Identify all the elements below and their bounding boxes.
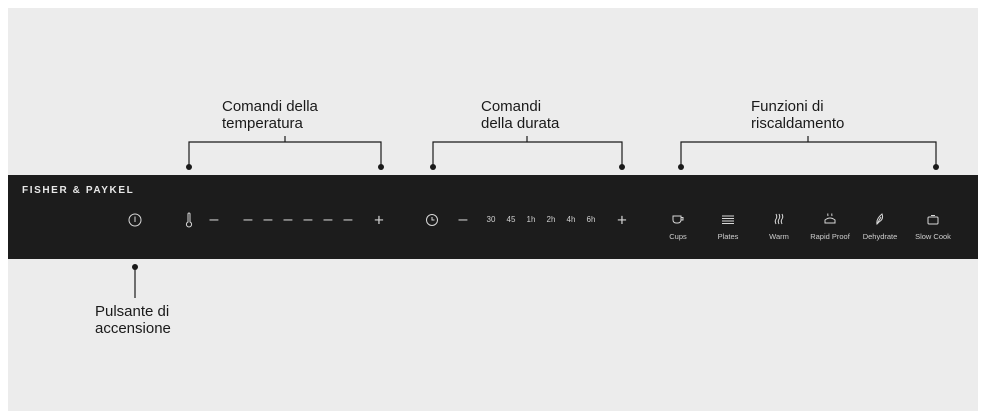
function-label-dehydrate: Dehydrate (862, 232, 898, 241)
duration-bracket (432, 141, 623, 167)
duration-option-2h[interactable]: 2h (546, 215, 556, 224)
timer-icon (426, 214, 438, 226)
temperature-level-6[interactable]: – (343, 211, 353, 228)
dehydrate-icon[interactable] (872, 213, 888, 225)
power-button-label: Pulsante di accensione (95, 303, 171, 337)
duration-option-1h[interactable]: 1h (526, 215, 536, 224)
label-line: temperatura (222, 115, 303, 132)
power-dot (132, 264, 138, 270)
label-line: Pulsante di (95, 303, 170, 320)
thermometer-icon (185, 212, 193, 228)
heating-functions-label: Funzioni di riscaldamento (751, 98, 844, 132)
brand-logo: FISHER & PAYKEL (22, 185, 135, 196)
slow-cook-icon[interactable] (925, 213, 941, 225)
function-label-plates: Plates (717, 232, 739, 241)
label-line: accensione (95, 320, 171, 337)
heating-left-dot (678, 164, 684, 170)
duration-option-6h[interactable]: 6h (586, 215, 596, 224)
temperature-right-dot (378, 164, 384, 170)
function-label-cups: Cups (669, 232, 687, 241)
temperature-level-5[interactable]: – (323, 211, 333, 228)
temperature-level-3[interactable]: – (283, 211, 293, 228)
duration-option-30[interactable]: 30 (486, 215, 496, 224)
temperature-plus-button[interactable]: + (374, 210, 384, 230)
duration-option-45[interactable]: 45 (506, 215, 516, 224)
duration-plus-button[interactable]: + (617, 210, 627, 230)
cups-icon[interactable] (670, 213, 686, 225)
duration-left-dot (430, 164, 436, 170)
label-line: Funzioni di (751, 98, 824, 115)
label-line: della durata (481, 115, 560, 132)
temperature-level-1[interactable]: – (243, 211, 253, 228)
plates-icon[interactable] (720, 213, 736, 225)
heating-bracket (680, 141, 937, 167)
label-line: riscaldamento (751, 115, 845, 132)
temperature-level-4[interactable]: – (303, 211, 313, 228)
power-button[interactable] (128, 213, 142, 227)
power-icon (128, 213, 142, 227)
heating-right-dot (933, 164, 939, 170)
function-label-warm: Warm (769, 232, 789, 241)
duration-option-4h[interactable]: 4h (566, 215, 576, 224)
label-line: Comandi (481, 98, 542, 115)
label-line: Comandi della (222, 98, 318, 115)
temperature-left-dot (186, 164, 192, 170)
temperature-controls-label: Comandi della temperatura (222, 98, 318, 132)
warm-icon[interactable] (771, 213, 787, 225)
temperature-level-2[interactable]: – (263, 211, 273, 228)
function-label-rapid-proof: Rapid Proof (810, 232, 850, 241)
rapid-proof-icon[interactable] (822, 213, 838, 225)
duration-minus-button[interactable]: – (458, 211, 468, 228)
temperature-bracket (188, 141, 382, 167)
control-panel: FISHER & PAYKEL – – – – – – – + – 30 45 … (8, 175, 978, 259)
function-label-slow-cook: Slow Cook (915, 232, 951, 241)
temperature-minus-button[interactable]: – (209, 211, 219, 228)
duration-right-dot (619, 164, 625, 170)
duration-controls-label: Comandi della durata (481, 98, 559, 132)
